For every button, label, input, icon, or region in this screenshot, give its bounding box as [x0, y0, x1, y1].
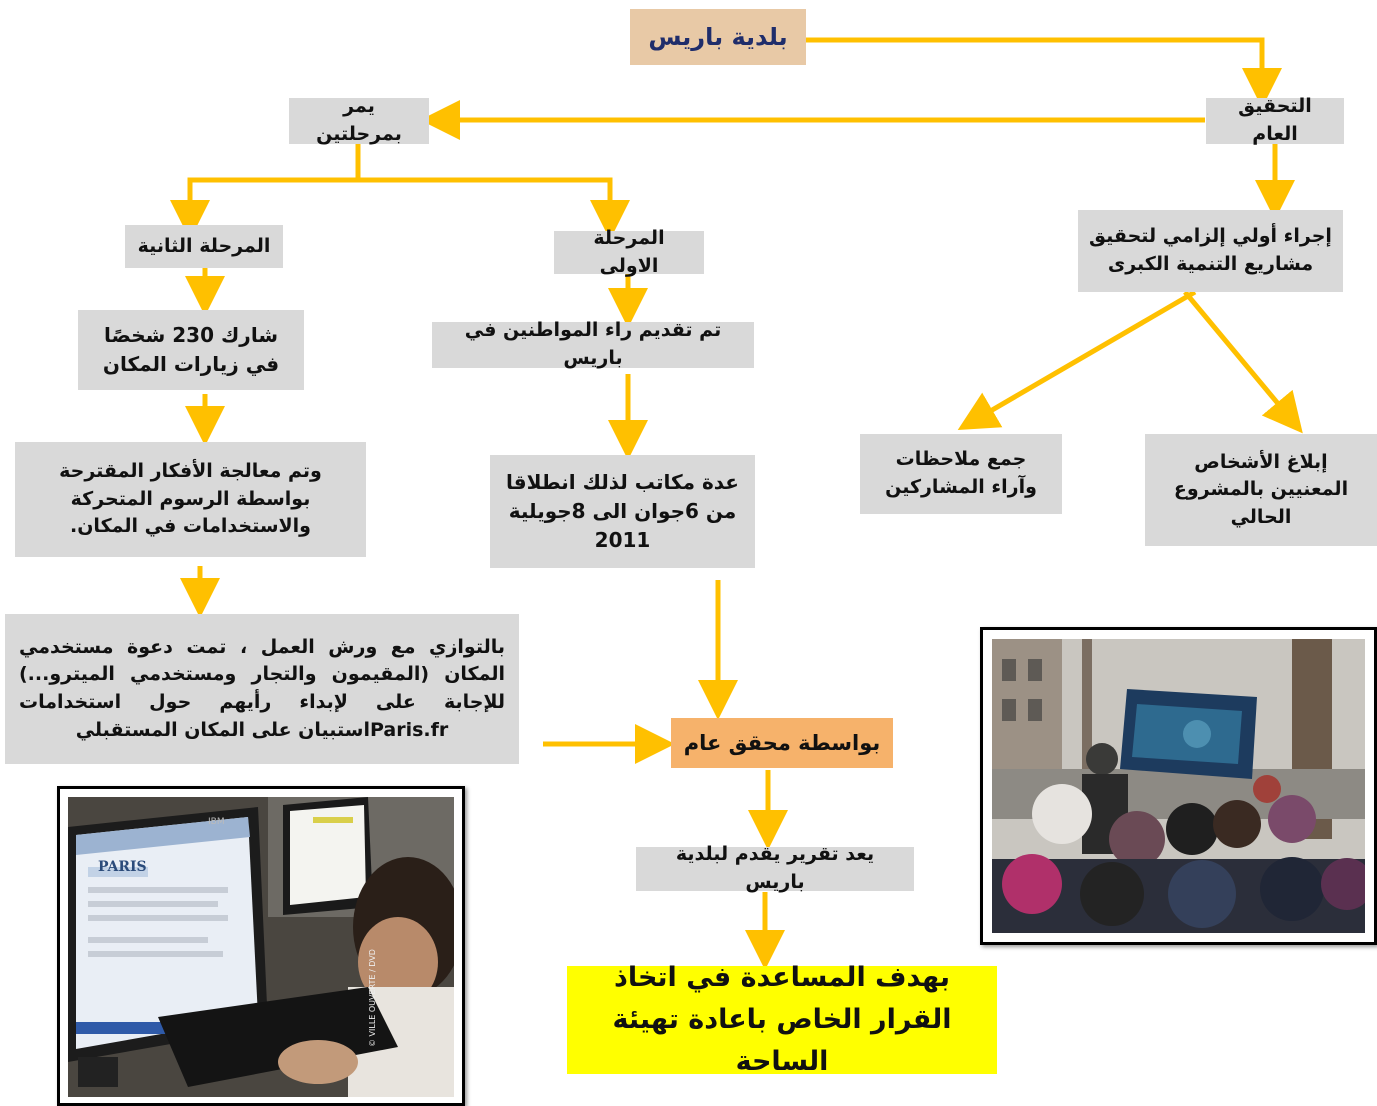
- public-meeting-illustration: [992, 639, 1365, 933]
- computer-brand-label: IBM: [208, 817, 225, 827]
- photo-credit: © VILLE OUVERTE / DVD: [368, 949, 377, 1047]
- ideas-processed-text: وتم معالجة الأفكار المقترحة بواسطة الرسو…: [59, 460, 322, 538]
- title-box: بلدية باريس: [630, 9, 806, 65]
- arrow-to-phase-two: [170, 177, 358, 240]
- general-inquiry-text: التحقيق العام: [1238, 95, 1312, 145]
- computer-user-photo: PARIS IBM © VILLE OUVERTE / DVD: [57, 786, 465, 1106]
- arrow-title-to-inquiry: [805, 37, 1282, 108]
- two-phases-box: يمر بمرحلتين: [289, 95, 429, 145]
- goal-text: بهدف المساعدة في اتخاذ القرار الخاص باعا…: [612, 962, 952, 1077]
- two-phases-text: يمر بمرحلتين: [316, 95, 402, 145]
- report-box: يعد تقرير يقدم لبلدية باريس: [636, 843, 914, 893]
- arrow-to-phase-one: [358, 177, 630, 240]
- computer-user-illustration: [68, 797, 454, 1097]
- investigator-box: بواسطة محقق عام: [671, 718, 893, 768]
- phase-two-text: المرحلة الثانية: [137, 234, 271, 257]
- mandatory-procedure-text: إجراء أولي إلزامي لتحقيق مشاريع التنمية …: [1089, 225, 1332, 275]
- arrow-to-inform-people: [1183, 290, 1303, 434]
- phase-one-box: المرحلة الاولى: [554, 227, 704, 277]
- collect-notes-box: جمع ملاحظات وآراء المشاركين: [860, 434, 1062, 514]
- phase-one-text: المرحلة الاولى: [593, 226, 665, 277]
- investigator-text: بواسطة محقق عام: [683, 730, 881, 755]
- participants-text: شارك 230 شخصًا في زيارات المكان: [102, 323, 280, 376]
- public-meeting-photo: [980, 627, 1377, 945]
- title-text: بلدية باريس: [648, 22, 788, 51]
- citizens-opinions-box: تم تقديم راء المواطنين في باريس: [432, 319, 754, 369]
- participants-box: شارك 230 شخصًا في زيارات المكان: [78, 310, 304, 390]
- survey-box: بالتوازي مع ورش العمل ، تمت دعوة مستخدمي…: [5, 614, 519, 764]
- inform-people-box: إبلاغ الأشخاص المعنيين بالمشروع الحالي: [1145, 434, 1377, 546]
- citizens-opinions-text: تم تقديم راء المواطنين في باريس: [464, 319, 722, 369]
- paris-logo: PARIS: [98, 859, 147, 875]
- offices-box: عدة مكاتب لذلك انطلاقا من 6جوان الى 8جوي…: [490, 455, 755, 568]
- goal-box: بهدف المساعدة في اتخاذ القرار الخاص باعا…: [567, 962, 997, 1077]
- collect-notes-text: جمع ملاحظات وآراء المشاركين: [885, 448, 1037, 498]
- phase-two-box: المرحلة الثانية: [125, 225, 283, 268]
- mandatory-procedure-box: إجراء أولي إلزامي لتحقيق مشاريع التنمية …: [1078, 210, 1343, 292]
- arrow-to-collect-notes: [957, 289, 1197, 431]
- inform-people-text: إبلاغ الأشخاص المعنيين بالمشروع الحالي: [1173, 450, 1349, 528]
- report-text: يعد تقرير يقدم لبلدية باريس: [675, 843, 875, 893]
- general-inquiry-box: التحقيق العام: [1206, 95, 1344, 145]
- survey-text: بالتوازي مع ورش العمل ، تمت دعوة مستخدمي…: [19, 635, 505, 741]
- offices-text: عدة مكاتب لذلك انطلاقا من 6جوان الى 8جوي…: [506, 470, 739, 552]
- ideas-processed-box: وتم معالجة الأفكار المقترحة بواسطة الرسو…: [15, 442, 366, 557]
